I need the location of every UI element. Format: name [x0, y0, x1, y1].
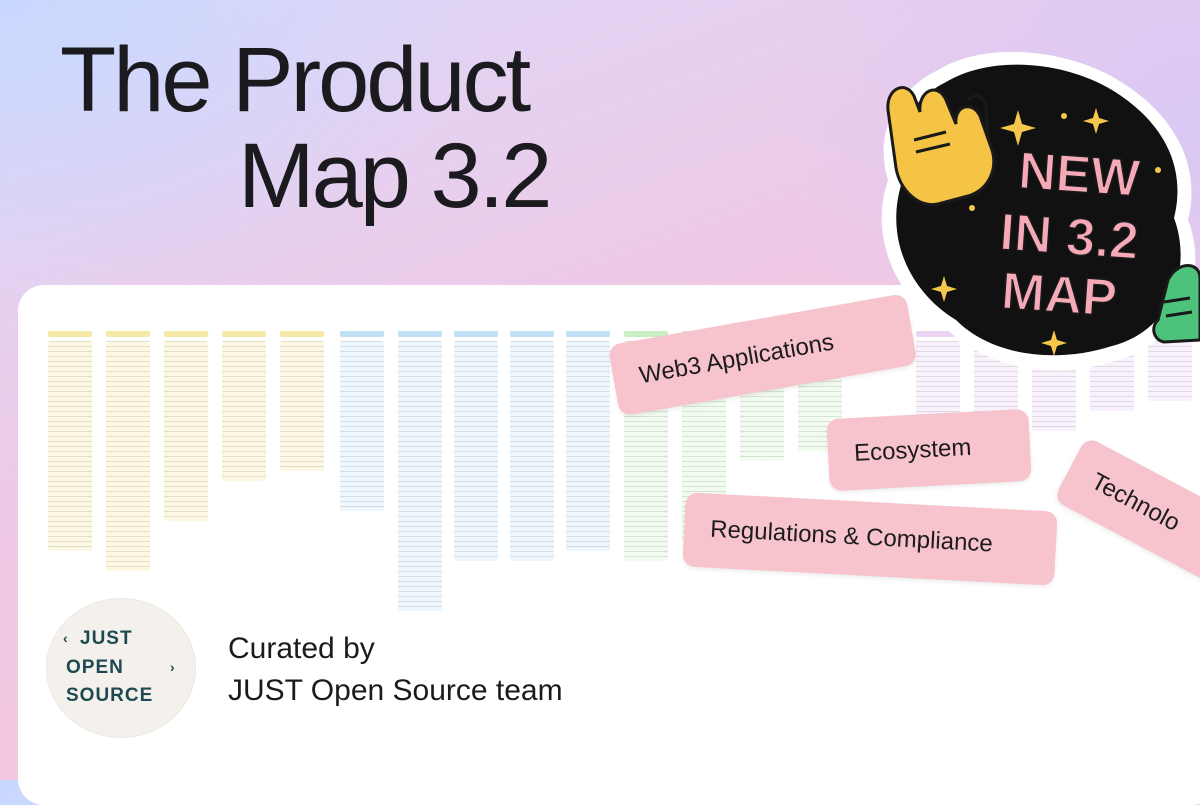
page-title: The Product Map 3.2 [60, 29, 552, 227]
map-column-header [454, 331, 498, 337]
sparkle-icons [931, 108, 1161, 356]
map-column-body [340, 341, 384, 511]
map-column [106, 331, 150, 571]
map-column-header [340, 331, 384, 337]
map-column [566, 331, 610, 551]
map-column [164, 331, 208, 521]
map-column [340, 331, 384, 511]
logo-text-open: OPEN [66, 657, 124, 678]
title-line-2: Map 3.2 [238, 125, 552, 227]
map-column-body [164, 341, 208, 521]
map-column-body [510, 341, 554, 561]
logo-bracket-left: ‹ [63, 630, 68, 646]
map-column-header [48, 331, 92, 337]
map-column-body [916, 341, 960, 421]
map-column-header [164, 331, 208, 337]
curator-credit: Curated by JUST Open Source team [228, 628, 563, 712]
map-column [398, 331, 442, 611]
map-column-body [280, 341, 324, 471]
badge-text-new: NEW [1017, 142, 1143, 208]
map-column [454, 331, 498, 561]
map-column [48, 331, 92, 551]
map-column-header [222, 331, 266, 337]
map-column-body [454, 341, 498, 561]
map-column-header [280, 331, 324, 337]
logo-text-source: SOURCE [66, 685, 154, 706]
map-column-body [48, 341, 92, 551]
map-column-body [398, 341, 442, 611]
yellow-hand-icon [886, 86, 996, 207]
map-column-body [106, 341, 150, 571]
map-column [280, 331, 324, 471]
badge-text-in-version: IN 3.2 [998, 203, 1140, 271]
map-column-body [566, 341, 610, 551]
green-hand-icon [1152, 264, 1200, 344]
map-column-header [624, 331, 668, 337]
new-in-map-badge: NEW IN 3.2 MAP [881, 51, 1200, 371]
logo-text-just: JUST [80, 628, 133, 649]
map-column-header [566, 331, 610, 337]
map-column-header [916, 331, 960, 337]
badge-text-map: MAP [1000, 262, 1119, 328]
map-column [510, 331, 554, 561]
map-column-body [222, 341, 266, 481]
map-column [222, 331, 266, 481]
credit-line-1: Curated by [228, 632, 375, 665]
logo-bracket-right: › [170, 659, 175, 675]
map-column-header [106, 331, 150, 337]
just-open-source-logo [46, 598, 196, 738]
credit-line-2: JUST Open Source team [228, 674, 563, 707]
title-line-1: The Product [60, 29, 531, 131]
map-column-body [1148, 341, 1192, 401]
map-column-header [510, 331, 554, 337]
map-column [916, 331, 960, 421]
sticker-ecosystem: Ecosystem [826, 408, 1032, 492]
product-map-thumbnail [48, 331, 1198, 621]
map-column-header [398, 331, 442, 337]
